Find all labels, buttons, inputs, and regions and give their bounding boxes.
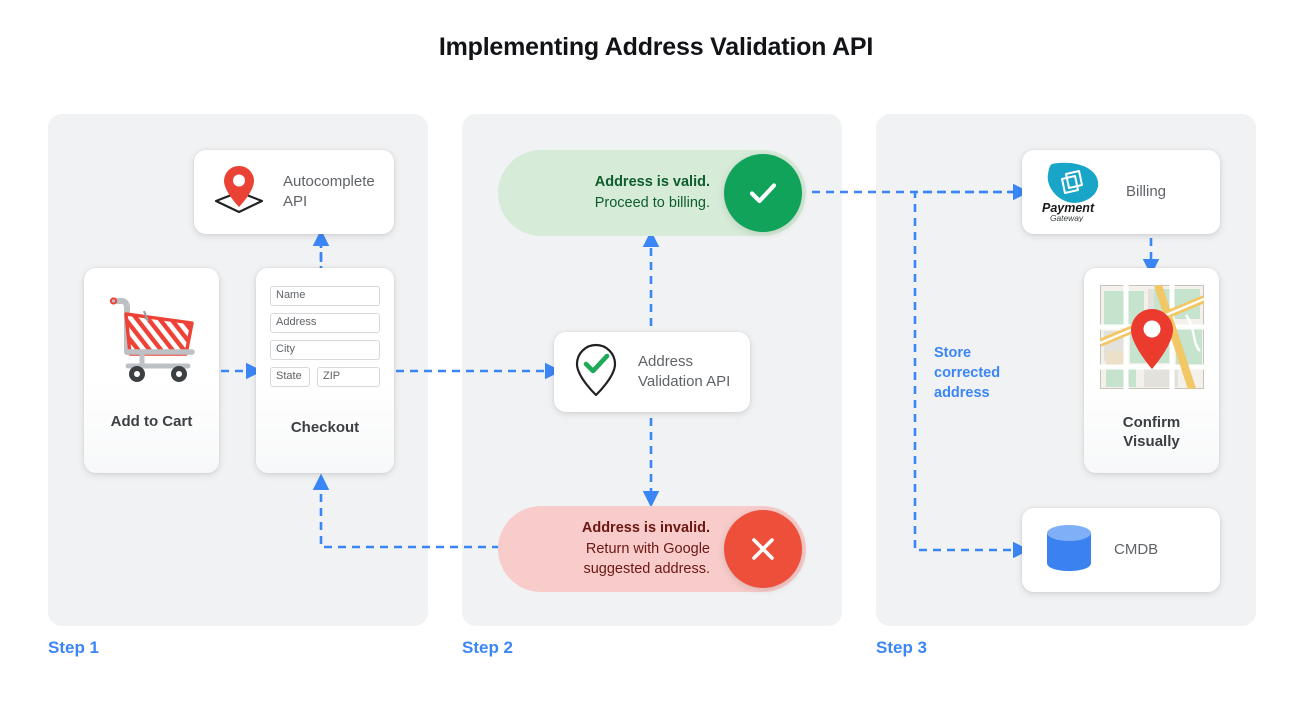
autocomplete-api-label: Autocomplete API	[283, 173, 375, 210]
name-field[interactable]: Name	[270, 286, 380, 306]
address-validation-api-card[interactable]: Address Validation API	[554, 332, 750, 412]
state-field[interactable]: State	[270, 367, 310, 387]
address-valid-text: Address is valid. Proceed to billing.	[595, 172, 724, 213]
address-invalid-line3: suggested address.	[583, 561, 710, 578]
check-icon	[724, 154, 802, 232]
address-invalid-text: Address is invalid. Return with Google s…	[582, 518, 724, 580]
confirm-visually-card[interactable]: Confirm Visually	[1084, 268, 1219, 473]
city-field[interactable]: City	[270, 340, 380, 360]
add-to-cart-title: Add to Cart	[110, 413, 193, 430]
map-pin-check-icon	[570, 341, 622, 404]
step-3-label: Step 3	[876, 638, 928, 657]
checkout-card[interactable]: Name Address City State ZIP Checkout	[256, 268, 394, 473]
address-field[interactable]: Address	[270, 313, 380, 333]
address-valid-pill: Address is valid. Proceed to billing.	[498, 150, 806, 236]
payment-logo-word2: Gateway	[1050, 213, 1084, 222]
address-invalid-pill: Address is invalid. Return with Google s…	[498, 506, 806, 592]
address-invalid-line2: Return with Google	[585, 540, 710, 557]
shopping-cart-icon	[100, 290, 204, 391]
autocomplete-api-card[interactable]: Autocomplete API	[194, 150, 394, 234]
state-zip-row: State ZIP	[270, 367, 380, 387]
payment-gateway-logo-icon: Payment Gateway	[1038, 158, 1110, 227]
zip-field[interactable]: ZIP	[317, 367, 380, 387]
map-thumbnail-icon	[1097, 283, 1206, 394]
address-validation-api-label: Address Validation API	[638, 353, 731, 390]
map-pin-diamond-icon	[208, 162, 270, 223]
billing-card[interactable]: Payment Gateway Billing	[1022, 150, 1220, 234]
address-valid-line2: Proceed to billing.	[594, 195, 710, 211]
address-invalid-line1: Address is invalid.	[581, 520, 710, 537]
store-corrected-address-label: Store corrected address	[934, 345, 1001, 401]
confirm-visually-title: Confirm Visually	[1122, 414, 1181, 450]
address-valid-line1: Address is valid.	[594, 174, 710, 191]
checkout-title: Checkout	[290, 419, 360, 436]
page-title: Implementing Address Validation API	[438, 33, 874, 61]
step-1-label: Step 1	[48, 638, 100, 657]
database-cylinder-icon	[1042, 521, 1096, 580]
billing-label: Billing	[1126, 183, 1167, 201]
cmdb-label: CMDB	[1114, 541, 1159, 559]
cmdb-card[interactable]: CMDB	[1022, 508, 1220, 592]
close-x-icon	[724, 510, 802, 588]
step-2-label: Step 2	[462, 638, 514, 657]
payment-logo-word1: Payment	[1042, 201, 1095, 215]
add-to-cart-card[interactable]: Add to Cart	[84, 268, 219, 473]
